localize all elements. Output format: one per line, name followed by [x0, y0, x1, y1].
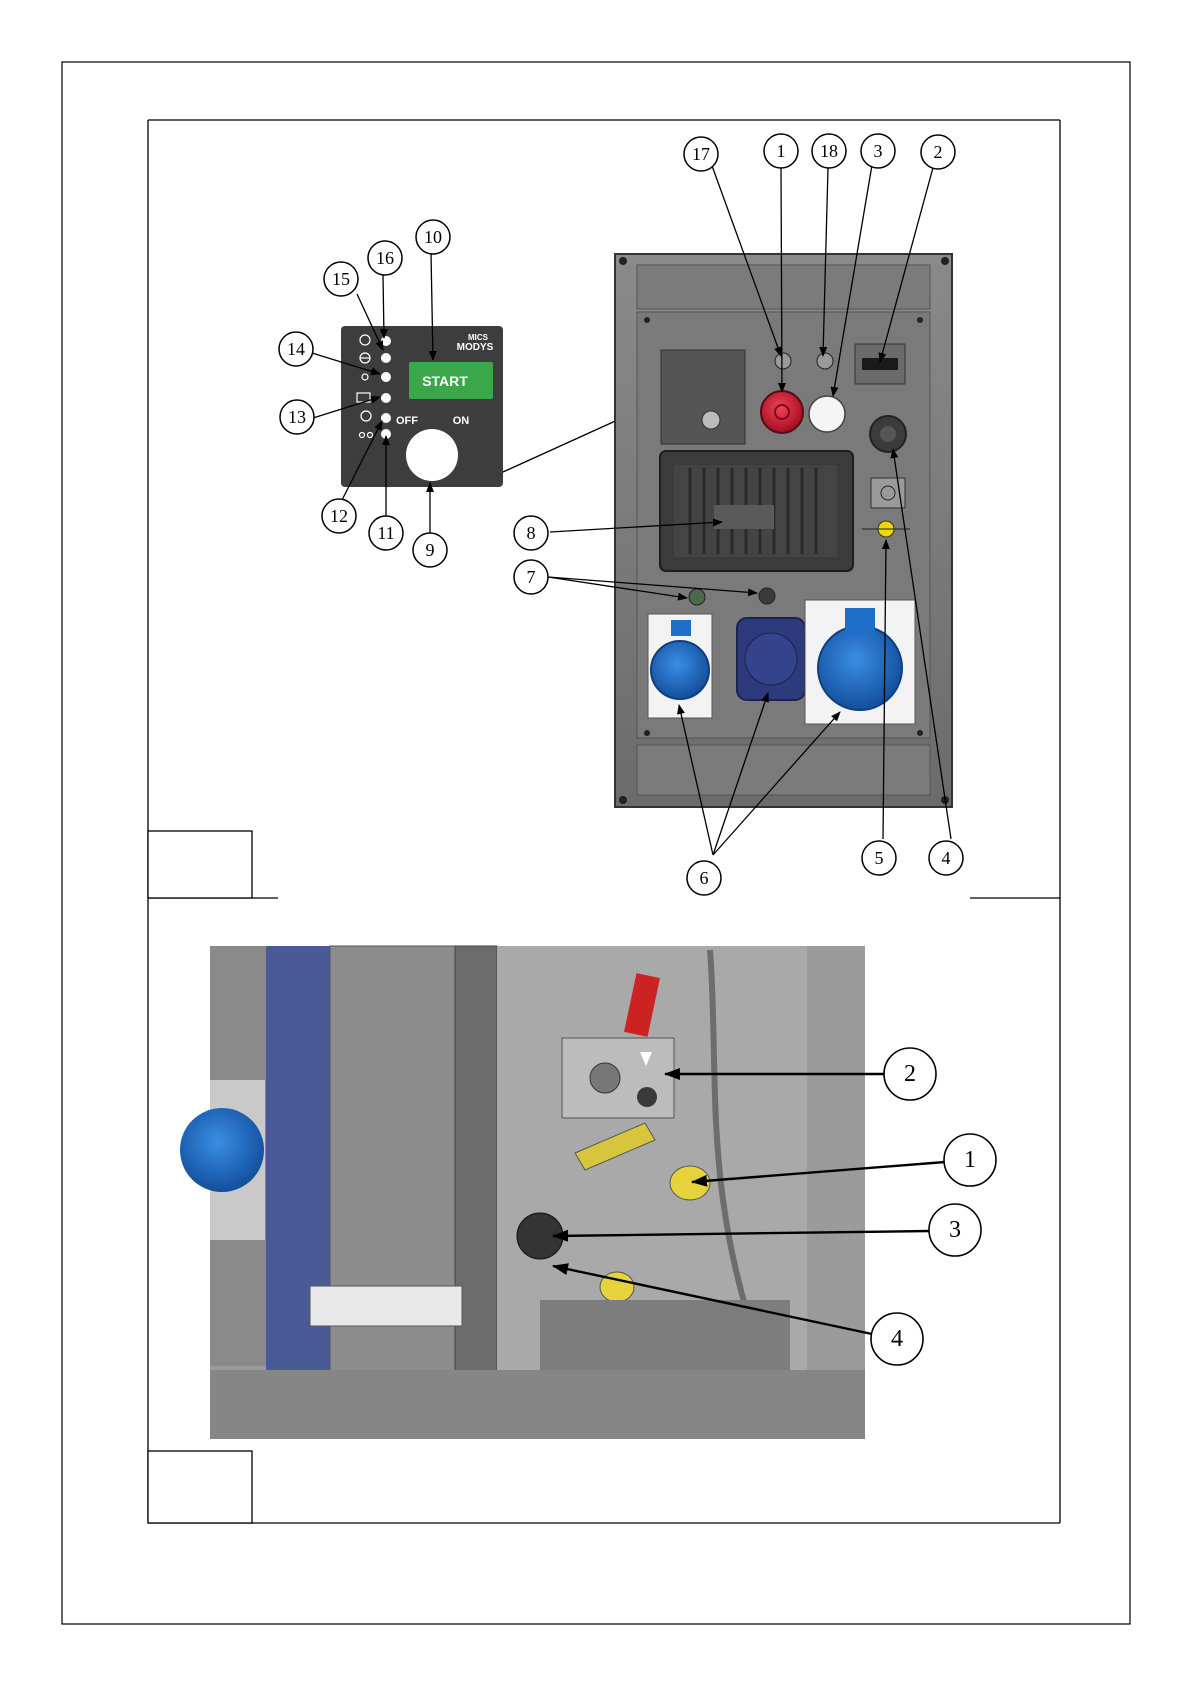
page-frame — [61, 61, 1131, 1625]
callout-a-11: 11 — [368, 515, 404, 551]
callout-a-8: 8 — [513, 515, 549, 551]
svg-text:10: 10 — [424, 227, 442, 247]
callout-a-3: 3 — [860, 133, 896, 169]
figure-frame — [147, 119, 1061, 1524]
figure-a-callouts: 17 1 18 3 2 16 10 15 14 13 12 11 9 8 7 6… — [278, 133, 964, 896]
indicator-icons — [356, 334, 374, 439]
svg-text:14: 14 — [287, 339, 305, 359]
start-label: START — [422, 373, 468, 389]
svg-text:7: 7 — [527, 567, 536, 587]
figure-b-callouts: 2 1 3 4 — [870, 1047, 997, 1366]
callout-a-5: 5 — [861, 840, 897, 876]
svg-text:16: 16 — [376, 248, 394, 268]
svg-text:8: 8 — [527, 523, 536, 543]
off-label: OFF — [396, 415, 418, 427]
svg-text:3: 3 — [949, 1217, 961, 1243]
callout-a-2: 2 — [920, 134, 956, 170]
breaker-cover — [659, 450, 854, 572]
callout-a-14: 14 — [278, 331, 314, 367]
callout-a-9: 9 — [412, 532, 448, 568]
key-switch[interactable] — [406, 429, 458, 481]
svg-text:11: 11 — [377, 523, 394, 543]
svg-text:3: 3 — [874, 141, 883, 161]
symbol-reset — [816, 352, 834, 370]
generator-panel — [614, 253, 953, 808]
reset-button[interactable] — [808, 395, 846, 433]
callout-a-16: 16 — [367, 240, 403, 276]
svg-text:1: 1 — [964, 1147, 976, 1173]
svg-text:6: 6 — [700, 868, 709, 888]
svg-text:12: 12 — [330, 506, 348, 526]
callout-a-10: 10 — [415, 219, 451, 255]
socket-left[interactable] — [650, 640, 710, 700]
svg-text:4: 4 — [942, 848, 951, 868]
figure-b-leader-lines — [552, 1068, 946, 1336]
callout-a-15: 15 — [323, 261, 359, 297]
socket-large[interactable] — [817, 625, 903, 711]
callout-a-17: 17 — [683, 136, 719, 172]
brand-label: MODYS — [457, 342, 494, 353]
start-button[interactable] — [409, 362, 493, 399]
svg-text:17: 17 — [692, 144, 710, 164]
svg-text:2: 2 — [904, 1061, 916, 1087]
callout-a-12: 12 — [321, 498, 357, 534]
oil-filler-cap — [669, 1165, 711, 1201]
svg-text:18: 18 — [820, 141, 838, 161]
callout-a-4: 4 — [928, 840, 964, 876]
svg-text:15: 15 — [332, 269, 350, 289]
callout-b-2: 2 — [883, 1047, 937, 1101]
callout-b-4: 4 — [870, 1312, 924, 1366]
callout-a-7: 7 — [513, 559, 549, 595]
figure-a-leader-lines — [311, 162, 952, 856]
engine-view — [180, 945, 865, 1439]
svg-text:2: 2 — [934, 142, 943, 162]
figure-a-label-box — [147, 830, 253, 899]
callout-b-3: 3 — [928, 1203, 982, 1257]
svg-text:13: 13 — [288, 407, 306, 427]
brand-small: MICS — [468, 333, 489, 342]
svg-text:4: 4 — [891, 1326, 903, 1352]
svg-text:9: 9 — [426, 540, 435, 560]
small-breaker-left[interactable] — [688, 588, 706, 606]
emergency-stop-button[interactable] — [760, 390, 804, 434]
callout-a-1: 1 — [763, 133, 799, 169]
symbol-stop — [774, 352, 792, 370]
figure-b-label-box — [147, 1450, 253, 1524]
callout-a-18: 18 — [811, 133, 847, 169]
svg-text:5: 5 — [875, 848, 884, 868]
callout-b-1: 1 — [943, 1133, 997, 1187]
control-module: MICS MODYS START OFF ON — [341, 326, 503, 487]
small-breaker-right[interactable] — [758, 587, 776, 605]
svg-text:1: 1 — [777, 141, 786, 161]
on-label: ON — [453, 415, 470, 427]
callout-a-6: 6 — [686, 860, 722, 896]
callout-a-13: 13 — [279, 399, 315, 435]
